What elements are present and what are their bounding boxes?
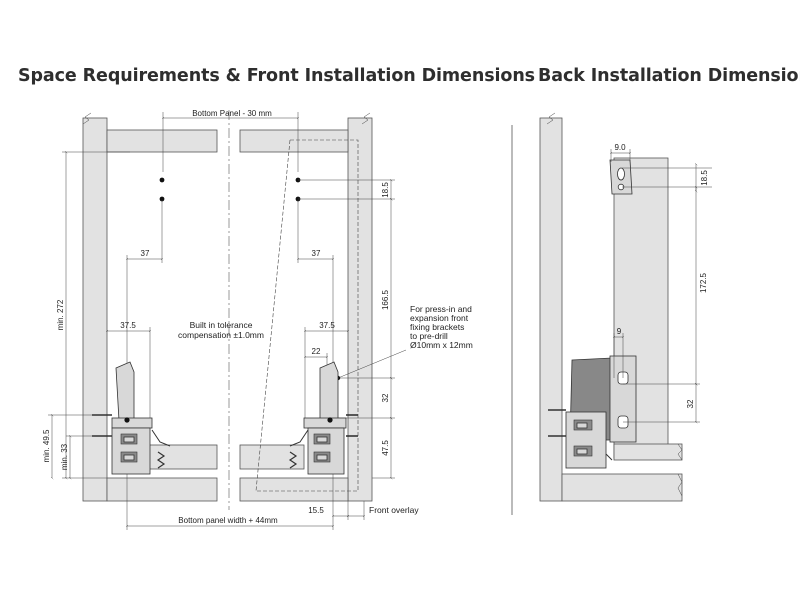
bottom-width-dimension: Bottom panel width + 44mm <box>178 516 278 525</box>
dim-min-33: min. 33 <box>60 443 69 470</box>
back-dim-18-5: 18.5 <box>700 170 709 186</box>
drill-note-line: For press-in and <box>410 304 472 314</box>
drawer-bottom-right <box>239 444 305 470</box>
drill-hole <box>159 177 165 183</box>
bottom-panel-dimension: Bottom Panel - 30 mm <box>192 109 272 118</box>
dim-37-5-right: 37.5 <box>319 321 335 330</box>
tolerance-note-line2: compensation ±1.0mm <box>178 330 264 340</box>
back-dim-172-5: 172.5 <box>699 272 708 293</box>
drill-note-line: fixing brackets <box>410 322 464 332</box>
drill-note-line: to pre-drill <box>410 331 448 341</box>
back-view: 9.0 18.5 172.5 9 32 <box>539 112 712 502</box>
break-mark <box>82 112 92 125</box>
cabinet-bottom-right <box>239 477 349 502</box>
left-cabinet-wall <box>82 117 108 502</box>
dim-min-272: min. 272 <box>56 299 65 330</box>
break-mark <box>677 473 683 497</box>
dim-min-49-5: min. 49.5 <box>42 429 51 462</box>
drill-hole <box>159 196 165 202</box>
drawer-bottom <box>613 443 683 461</box>
rear-bracket <box>609 159 633 195</box>
back-dim-9: 9 <box>617 327 622 336</box>
back-dim-32: 32 <box>686 399 695 408</box>
top-panel-left <box>106 129 218 153</box>
back-installation-heading: Back Installation Dimensions <box>538 66 800 86</box>
front-installation-heading: Space Requirements & Front Installation … <box>18 66 536 86</box>
dim-22: 22 <box>312 347 321 356</box>
dim-37-left: 37 <box>141 249 150 258</box>
back-cabinet-bottom <box>561 473 683 502</box>
back-cabinet-wall <box>539 117 563 502</box>
front-overlay-label: Front overlay <box>369 505 419 515</box>
dim-37-right: 37 <box>312 249 321 258</box>
tolerance-note-line1: Built in tolerance <box>190 320 253 330</box>
drill-note-line: Ø10mm x 12mm <box>410 340 473 350</box>
dim-37-5-left: 37.5 <box>120 321 136 330</box>
left-front-bracket <box>92 361 171 475</box>
cabinet-bottom-left <box>106 477 218 502</box>
front-view: Bottom Panel - 30 mm 37 37 37.5 37.5 Bui… <box>42 109 473 530</box>
drill-note-line: expansion front <box>410 313 469 323</box>
dim-15-5: 15.5 <box>308 506 324 515</box>
break-mark <box>361 112 371 125</box>
top-panel-right <box>239 129 349 153</box>
dim-18-5: 18.5 <box>381 182 390 198</box>
rear-runner <box>548 355 637 469</box>
dim-32: 32 <box>381 393 390 402</box>
right-cabinet-wall <box>347 117 373 502</box>
dim-47-5: 47.5 <box>381 440 390 456</box>
dim-166-5: 166.5 <box>381 289 390 310</box>
back-dim-9-0: 9.0 <box>614 143 626 152</box>
drawer-front-outline <box>256 139 359 492</box>
right-front-bracket <box>288 361 358 475</box>
drawer-bottom-left <box>146 444 218 470</box>
drawer-front-outline <box>255 139 291 492</box>
break-mark <box>546 112 556 125</box>
break-mark <box>677 443 683 461</box>
